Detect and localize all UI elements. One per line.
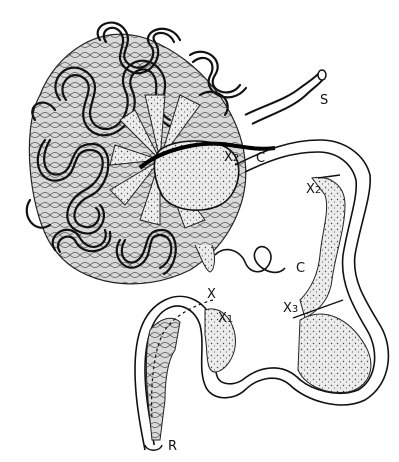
label-x2-right-letter: X xyxy=(306,182,315,197)
label-x2-center: X2 xyxy=(224,151,239,164)
duct-end-s xyxy=(318,70,326,80)
duct-to-s xyxy=(245,72,324,124)
label-x2-center-sub: 2 xyxy=(233,153,239,164)
label-c-small: C xyxy=(256,152,265,165)
segment-descending xyxy=(146,318,180,440)
label-c: C xyxy=(296,262,305,275)
label-s: S xyxy=(320,94,328,107)
label-x3-sub: 3 xyxy=(292,304,298,315)
label-x2-center-letter: X xyxy=(224,150,233,165)
label-x3: X3 xyxy=(283,302,298,315)
label-x2-right: X2 xyxy=(306,183,321,196)
segment-x2-x3 xyxy=(300,177,345,318)
label-x: X xyxy=(207,288,216,301)
label-x1: X1 xyxy=(218,312,233,325)
tube-end-r xyxy=(145,445,162,450)
label-r: R xyxy=(168,440,177,453)
label-x3-letter: X xyxy=(283,301,292,316)
divider-x2 xyxy=(318,175,340,178)
label-x1-sub: 1 xyxy=(227,314,233,325)
label-x2-right-sub: 2 xyxy=(315,185,321,196)
coil-to-c xyxy=(215,247,285,273)
label-x1-letter: X xyxy=(218,311,227,326)
segment-x3-end xyxy=(298,314,371,393)
